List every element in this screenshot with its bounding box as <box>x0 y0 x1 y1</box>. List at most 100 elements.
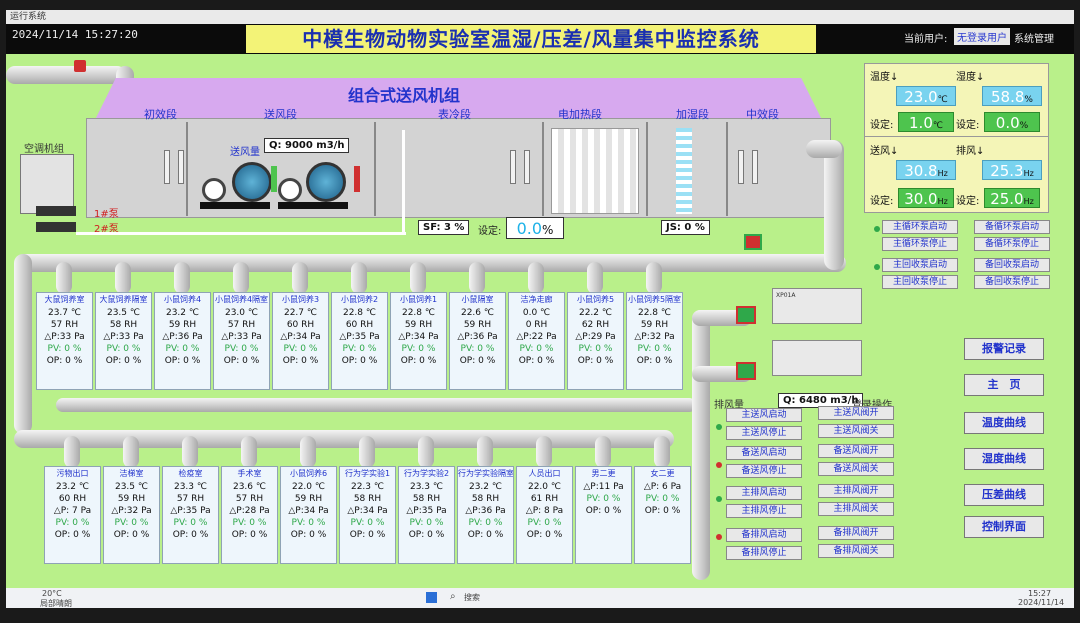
backup-supply-valve-close-button[interactable]: 备送风阀关 <box>818 462 894 476</box>
backup-recovery-pump-start-button[interactable]: 备回收泵启动 <box>974 258 1050 272</box>
room-temperature: 0.0 ℃ <box>522 308 551 318</box>
room-pv: PV: 0 % <box>165 344 200 354</box>
temp-setpoint-input[interactable]: 1.0℃ <box>898 112 954 132</box>
backup-loop-pump-start-button[interactable]: 备循环泵启动 <box>974 220 1050 234</box>
backup-recovery-pump-stop-button[interactable]: 备回收泵停止 <box>974 275 1050 289</box>
room-supply-drop-pipe <box>587 262 603 294</box>
backup-exhaust-fan-start-button[interactable]: 备排风启动 <box>726 528 802 542</box>
backup-supply-fan-start-button[interactable]: 备送风启动 <box>726 446 802 460</box>
pump-2-label: 2#泵 <box>94 224 119 235</box>
backup-loop-pump-stop-button[interactable]: 备循环泵停止 <box>974 237 1050 251</box>
control-screen-button[interactable]: 控制界面 <box>964 516 1044 538</box>
alarm-log-button[interactable]: 报警记录 <box>964 338 1044 360</box>
supply-setpoint-unit: Hz <box>937 197 948 206</box>
supply-freq-setpoint-input[interactable]: 30.0Hz <box>898 188 954 208</box>
main-exhaust-fan-start-button[interactable]: 主排风启动 <box>726 486 802 500</box>
temp-setpoint-unit: ℃ <box>932 121 943 131</box>
room-humidity: 59 RH <box>640 320 669 330</box>
room-supply-drop-pipe <box>174 262 190 294</box>
room-op: OP: 0 % <box>459 356 496 366</box>
exhaust-valve-icon[interactable] <box>736 306 756 324</box>
room-pv: PV: 0 % <box>342 344 377 354</box>
supply-header-pipe <box>16 254 846 272</box>
supply-fan-icon[interactable] <box>306 162 346 202</box>
main-loop-pump-stop-button[interactable]: 主循环泵停止 <box>882 237 958 251</box>
section-cooling-coil: 表冷段 <box>438 108 471 121</box>
supply-valve-icon[interactable] <box>744 234 762 250</box>
main-supply-valve-close-button[interactable]: 主送风阀关 <box>818 424 894 438</box>
backup-exhaust-fan-stop-button[interactable]: 备排风停止 <box>726 546 802 560</box>
main-recovery-pump-start-button[interactable]: 主回收泵启动 <box>882 258 958 272</box>
exhaust-airflow-label: 排风量 <box>714 400 744 411</box>
main-exhaust-fan-stop-button[interactable]: 主排风停止 <box>726 504 802 518</box>
row2-header-pipe <box>14 430 674 448</box>
search-icon[interactable]: ⌕ <box>450 591 456 602</box>
temperature-curve-button[interactable]: 温度曲线 <box>964 412 1044 434</box>
main-supply-valve-open-button[interactable]: 主送风阀开 <box>818 406 894 420</box>
main-recovery-pump-stop-button[interactable]: 主回收泵停止 <box>882 275 958 289</box>
setpoint-input[interactable]: 0.0% <box>506 217 564 239</box>
supply-fan-icon[interactable] <box>232 162 272 202</box>
room-pressure-diff: △P:33 Pa <box>103 332 144 342</box>
backup-supply-fan-stop-button[interactable]: 备送风停止 <box>726 464 802 478</box>
backup-supply-valve-open-button[interactable]: 备送风阀开 <box>818 444 894 458</box>
clock-time: 15:27 <box>1028 589 1052 598</box>
room-supply-drop-pipe <box>528 262 544 294</box>
temp-set-label: 设定: <box>870 120 894 131</box>
main-supply-fan-start-button[interactable]: 主送风启动 <box>726 408 802 422</box>
ac-unit-label: 空调机组 <box>24 144 64 155</box>
home-button[interactable]: 主 页 <box>964 374 1044 396</box>
exhaust-freq-setpoint-input[interactable]: 25.0Hz <box>984 188 1040 208</box>
main-supply-fan-stop-button[interactable]: 主送风停止 <box>726 426 802 440</box>
backup-exhaust-valve-open-button[interactable]: 备排风阀开 <box>818 526 894 540</box>
exhaust-freq-label: 排风↓ <box>956 146 985 157</box>
current-user-label: 当前用户: <box>904 34 948 45</box>
room-pressure-diff: △P:35 Pa <box>339 332 380 342</box>
scada-screen: 运行系统 2024/11/14 15:27:20 中模生物动物实验室温湿/压差/… <box>6 10 1074 608</box>
room-humidity: 60 RH <box>345 320 374 330</box>
backup-exhaust-valve-close-button[interactable]: 备排风阀关 <box>818 544 894 558</box>
system-management-link[interactable]: 系统管理 <box>1014 34 1054 45</box>
humidity-curve-button[interactable]: 湿度曲线 <box>964 448 1044 470</box>
filter-indicator <box>178 150 184 184</box>
main-exhaust-valve-open-button[interactable]: 主排风阀开 <box>818 484 894 498</box>
taskbar-search[interactable]: 搜索 <box>464 593 480 602</box>
main-loop-pump-start-button[interactable]: 主循环泵启动 <box>882 220 958 234</box>
supply-airflow-value: Q: 9000 m3/h <box>264 138 350 153</box>
room-name: 行为学实验1 <box>344 469 391 478</box>
humidity-setpoint-input[interactable]: 0.0% <box>984 112 1040 132</box>
sf-readout: SF: 3 % <box>418 220 470 235</box>
start-button-icon[interactable] <box>426 592 437 603</box>
room-supply-drop-pipe <box>359 436 375 468</box>
room-pressure-diff: △P:32 Pa <box>634 332 675 342</box>
row1-return-pipe <box>56 398 696 412</box>
pressure-curve-button[interactable]: 压差曲线 <box>964 484 1044 506</box>
room-name: 女二更 <box>650 469 675 478</box>
current-user-value[interactable]: 无登录用户 <box>954 28 1010 45</box>
login-operation-link[interactable]: 登录操作 <box>852 396 892 411</box>
main-exhaust-valve-close-button[interactable]: 主排风阀关 <box>818 502 894 516</box>
exhaust-valve-icon[interactable] <box>736 362 756 380</box>
